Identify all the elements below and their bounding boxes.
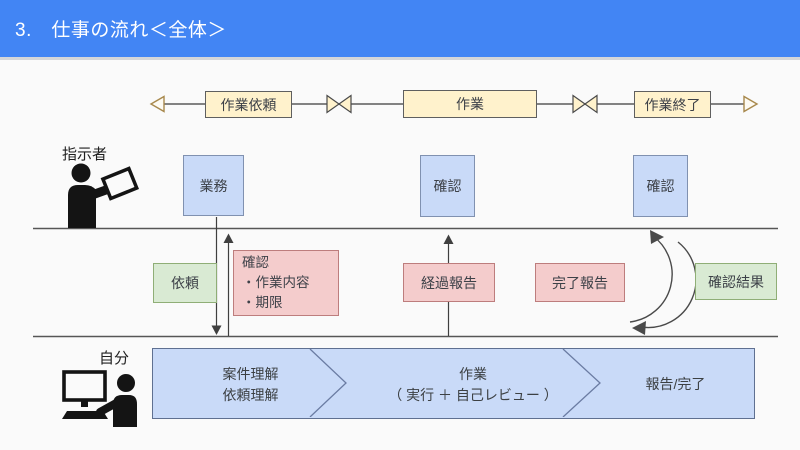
band-step-work: 作業 （ 実行 ＋ 自己レビュー ） [348,349,598,420]
kakunin-details-line: 確認 [242,254,269,270]
slide-title-bar: 3. 仕事の流れ＜全体＞ [0,0,800,57]
cycle-arrowhead-bottom-icon [632,321,646,335]
kakunin-details-line: ・期限 [242,295,283,311]
slide-title: 3. 仕事の流れ＜全体＞ [15,20,227,41]
task-box-kakunin-right: 確認 [633,155,688,217]
self-at-computer-icon [58,367,148,432]
band-step-line: 依頼理解 [222,386,279,403]
kakunin-details-line: ・作業内容 [242,274,310,290]
note-box-irai: 依頼 [153,263,217,303]
task-box-gyomu: 業務 [183,155,244,216]
note-box-kanryo-hokoku: 完了報告 [535,263,625,302]
note-box-kakunin-details: 確認 ・作業内容 ・期限 [233,250,339,316]
timeline-left-arrow-icon [149,95,165,113]
instructor-lane-label: 指示者 [62,146,108,163]
band-step-line: 作業 [459,365,487,382]
header-divider [0,57,800,60]
note-box-kakunin-kekka: 確認結果 [695,263,777,300]
down-arrowhead-icon [211,325,222,335]
phase-box-work: 作業 [403,90,537,118]
band-step-report: 報告/完了 [603,349,748,420]
self-lane-label: 自分 [99,350,130,367]
band-step-understand: 案件理解 依頼理解 [158,349,343,420]
band-step-line: （ 実行 ＋ 自己レビュー ） [388,386,558,403]
instructor-person-icon [60,162,142,233]
timeline-right-arrow-icon [743,95,759,113]
phase-box-work-end: 作業終了 [634,91,711,118]
chevron-dividers [309,349,601,417]
phase-box-work-request: 作業依頼 [205,91,292,118]
task-box-kakunin-mid: 確認 [420,155,475,217]
process-band: 案件理解 依頼理解 作業 （ 実行 ＋ 自己レビュー ） 報告/完了 [152,348,755,419]
bowtie-icon [572,94,598,114]
cycle-arrowhead-top-icon [650,230,664,244]
band-step-line: 報告/完了 [645,376,706,392]
note-box-keika-hokoku: 経過報告 [403,263,495,302]
bowtie-icon [326,94,352,114]
band-step-line: 案件理解 [222,365,279,382]
cycle-arc-top [629,235,673,323]
up-arrowhead-icon [223,233,234,243]
cycle-arc-bottom [640,241,697,329]
report-arrowhead-icon [443,234,454,244]
